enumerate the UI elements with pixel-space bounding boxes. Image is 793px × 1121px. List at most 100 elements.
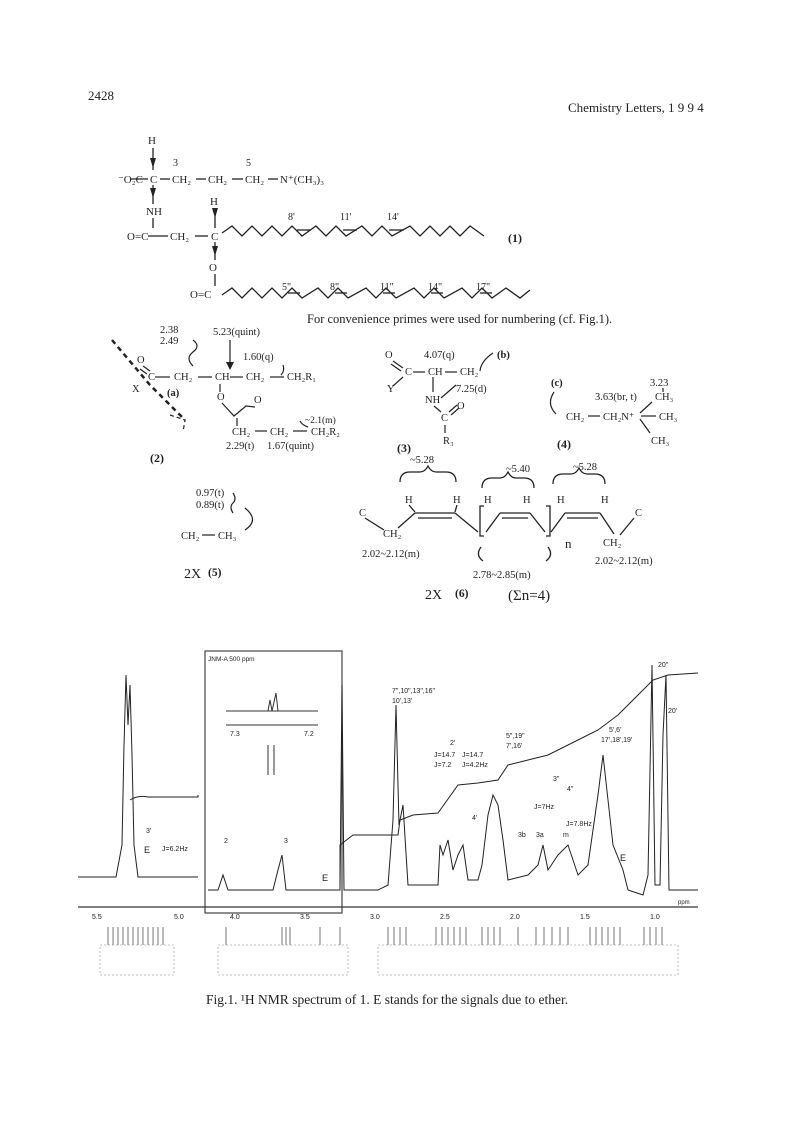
- ppm-tick-2: 5.0: [174, 914, 184, 921]
- frag6-s528b: ~5.28: [573, 462, 597, 473]
- frag3-c: C: [405, 367, 412, 378]
- frag3-o: O: [385, 350, 393, 361]
- frag2-ch2-b: CH₂: [246, 372, 265, 383]
- peak-label-1: 7",10",13",16": [392, 688, 436, 695]
- ppm-tick-7: 2.0: [510, 914, 520, 921]
- frag2-ch2-1: CH₂: [232, 427, 251, 438]
- frag6-h-1: H: [405, 495, 413, 506]
- nmr-spectrum: JNM-A 500 ppm 7.3 7.2 7",10",13",16" 10'…: [78, 650, 698, 976]
- frag2-ch2r2: CH₂R₂: [311, 427, 340, 438]
- frag6-m-left: 2.02~2.12(m): [362, 549, 420, 560]
- frag2-o: O: [137, 355, 145, 366]
- frag2-shift-a: 2.38: [160, 325, 178, 336]
- peak-label-15: J=7Hz: [534, 804, 555, 811]
- peak-label-27: 2: [224, 838, 228, 845]
- frag6-h-5: H: [557, 495, 565, 506]
- peak-label-24: E: [322, 873, 328, 883]
- peak-label-17: m: [563, 832, 569, 839]
- frag2-o3: O: [254, 395, 262, 406]
- frag2-ch: CH: [215, 372, 230, 383]
- frag6-h-2: H: [453, 495, 461, 506]
- frag3-r3: R₃: [443, 436, 454, 447]
- frag3-d: 7.25(d): [456, 384, 487, 395]
- frag2-t229: 2.29(t): [226, 441, 255, 452]
- carboxylate: ⁻O₂C: [118, 174, 143, 186]
- acyl1-pos-2: 11': [340, 212, 352, 223]
- frag4-ch2a: CH₂: [566, 412, 585, 423]
- frag2-q: 1.60(q): [243, 352, 274, 363]
- acyl2-pos-5: 17": [476, 282, 490, 293]
- frag6-label: (6): [455, 588, 469, 600]
- peak-label-28: 3: [284, 838, 288, 845]
- frag6-n: n: [565, 536, 572, 551]
- frag2-q167: 1.67(quint): [267, 441, 314, 452]
- peak-label-12: 3a: [536, 832, 544, 839]
- peak-label-4: J=14.7: [434, 752, 455, 759]
- peak-label-16: J=7.8Hz: [566, 821, 592, 828]
- frag5-ch2: CH₂: [181, 531, 200, 542]
- frag6-m-mid: 2.78~2.85(m): [473, 570, 531, 581]
- frag2-c: C: [148, 372, 155, 383]
- peak-label-21: 20': [668, 708, 677, 715]
- peak-label-3: 2': [450, 740, 455, 747]
- frag6-m-right: 2.02~2.12(m): [595, 556, 653, 567]
- frag2-x: X: [132, 384, 140, 395]
- frag2-m21: ~2.1(m): [305, 415, 336, 426]
- ppm-tick-9: 1.0: [650, 914, 660, 921]
- frag4-c-label: (c): [551, 378, 563, 389]
- frag6-h-6: H: [601, 495, 609, 506]
- frag2-ch2r1: CH₂R₁: [287, 372, 316, 383]
- ppm-tick-3: 4.0: [230, 914, 240, 921]
- frag2-o2: O: [217, 392, 225, 403]
- peak-label-14: 4": [567, 786, 574, 793]
- frag5-ch3: CH₃: [218, 531, 237, 542]
- frag4-s323: 3.23: [650, 378, 668, 389]
- frag6-sum: (Σn=4): [508, 588, 550, 604]
- frag3-nh: NH: [425, 395, 441, 406]
- peak-label-10: 7',16': [506, 743, 522, 750]
- peak-label-26: E: [144, 845, 150, 855]
- ch2-a: CH₂: [172, 174, 191, 186]
- frag6-ch2-left: CH₂: [383, 529, 402, 540]
- peak-label-6: J=14.7: [462, 752, 483, 759]
- journal-title: Chemistry Letters, 1 9 9 4: [568, 100, 704, 115]
- compound-1-label: (1): [508, 231, 522, 245]
- peak-label-19: 17',18',19': [601, 737, 632, 744]
- frag2-ch2-2: CH₂: [270, 427, 289, 438]
- acyl2-pos-1: 5": [282, 282, 291, 293]
- h-mid: H: [210, 196, 218, 208]
- peak-label-23: J=6.2Hz: [162, 846, 188, 853]
- acyl2-pos-3: 11": [380, 282, 394, 293]
- frag3-ch: CH: [428, 367, 443, 378]
- acyl1-pos-1: 8': [288, 212, 295, 223]
- figure-caption: Fig.1. ¹H NMR spectrum of 1. E stands fo…: [206, 992, 569, 1007]
- frag6-h-4: H: [523, 495, 531, 506]
- frag6-s528a: ~5.28: [410, 455, 434, 466]
- ppm-tick-4: 3.5: [300, 914, 310, 921]
- frag5-t089: 0.89(t): [196, 500, 225, 511]
- inset-tick-2: 7.2: [304, 731, 314, 738]
- c-mid: C: [211, 231, 218, 243]
- inset-header: JNM-A 500 ppm: [208, 656, 255, 663]
- acyl1-pos-3: 14': [387, 212, 399, 223]
- frag3-ch2: CH₂: [460, 367, 479, 378]
- carbonyl-2: O=C: [190, 289, 211, 301]
- peak-label-8: 4': [472, 815, 477, 822]
- h-top: H: [148, 135, 156, 147]
- peak-label-20: 20": [658, 662, 669, 669]
- nh: NH: [146, 206, 162, 218]
- ppm-unit: ppm: [678, 900, 690, 906]
- frag5-label: (5): [208, 567, 222, 579]
- frag6-c-left: C: [359, 508, 366, 519]
- frag3-q: 4.07(q): [424, 350, 455, 361]
- frag6-mult: 2X: [425, 588, 442, 603]
- frag2-quint: 5.23(quint): [213, 327, 260, 338]
- num-5: 5: [246, 158, 251, 169]
- frag4-ch3c: CH₃: [651, 436, 670, 447]
- frag3-o2: O: [457, 401, 465, 412]
- c-alpha: C: [150, 174, 157, 186]
- acyl2-pos-2: 8": [330, 282, 339, 293]
- frag4-label: (4): [557, 437, 571, 451]
- peak-label-7: J=4.2Hz: [462, 762, 488, 769]
- frag6-c-right: C: [635, 508, 642, 519]
